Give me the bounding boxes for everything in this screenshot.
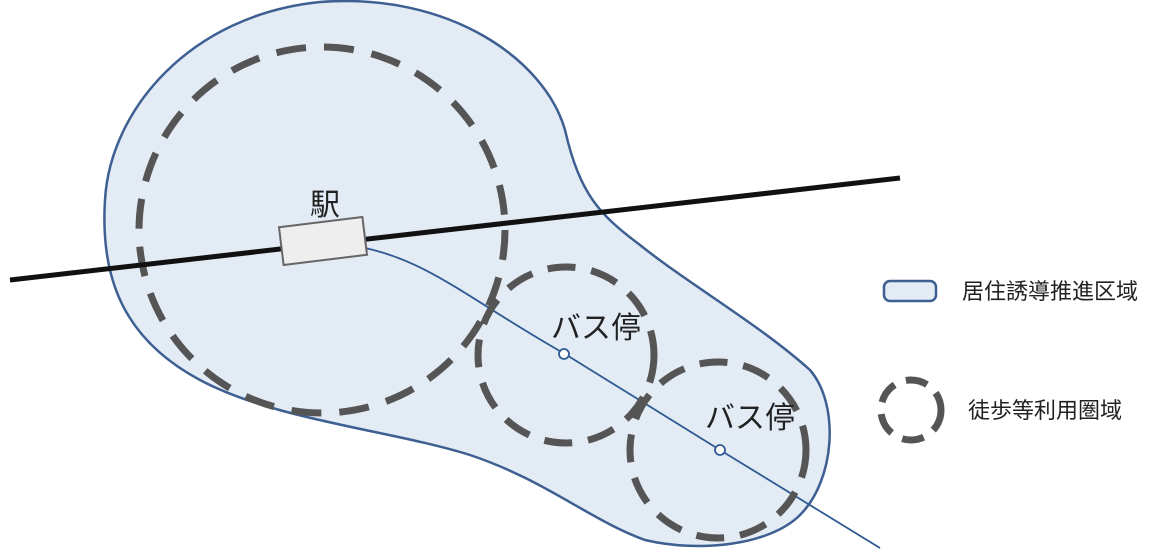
legend-walking-label: 徒歩等利用圏域	[968, 399, 1122, 424]
bus-route	[364, 247, 881, 549]
station-label: 駅	[310, 188, 340, 223]
residential-promotion-area	[103, 0, 831, 548]
legend-residential-swatch	[882, 279, 938, 303]
bus-stop-2-marker	[714, 444, 726, 456]
rail-line	[9, 175, 901, 283]
legend-residential-label: 居住誘導推進区域	[962, 280, 1138, 305]
legend-walking-swatch	[877, 376, 945, 444]
bus-stop-2-label: バス停	[705, 401, 795, 436]
station-walking-circle	[135, 43, 509, 417]
bus-stop-1-label: バス停	[551, 311, 641, 346]
station-marker	[277, 215, 369, 267]
bus-stop-2-walking-circle	[626, 358, 810, 542]
bus-stop-1-marker	[558, 348, 570, 360]
bus-stop-1-walking-circle	[474, 263, 658, 447]
